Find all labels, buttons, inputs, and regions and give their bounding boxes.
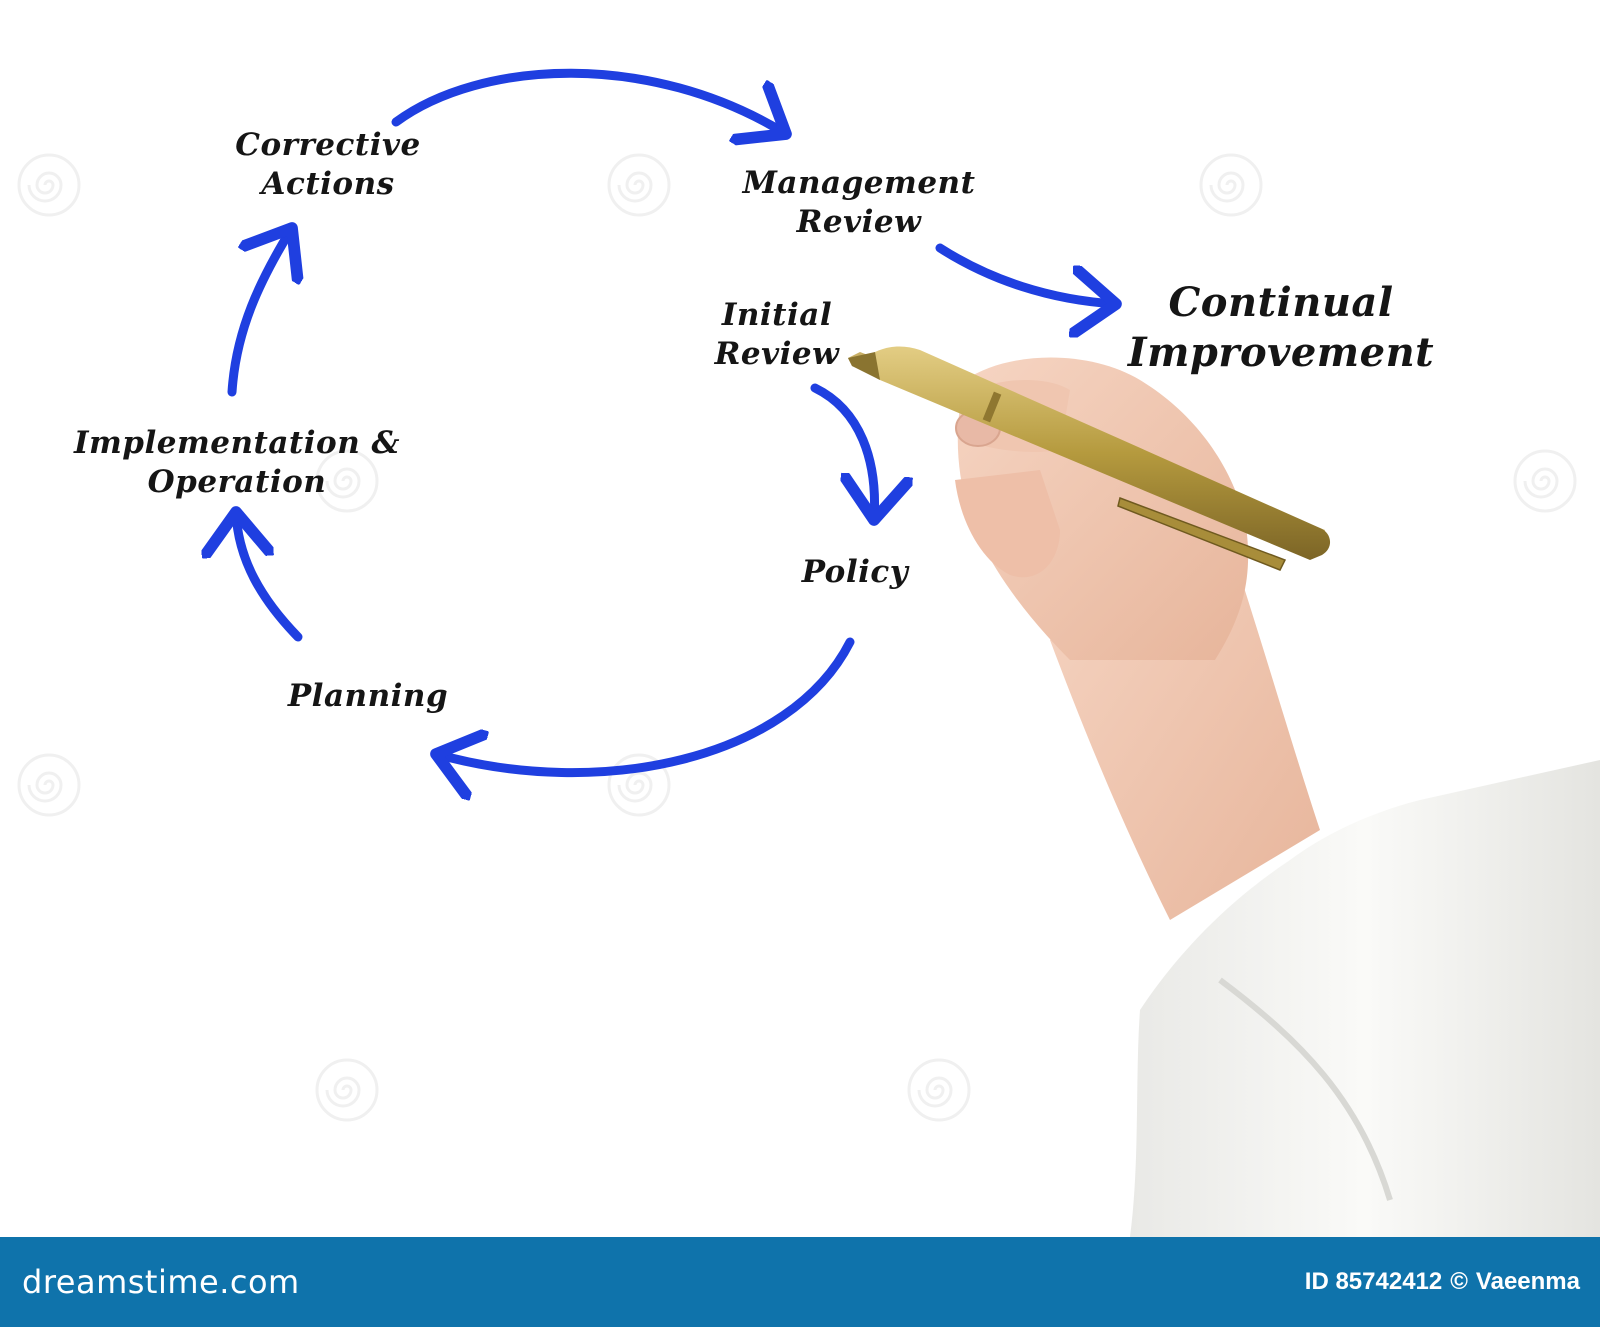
node-label-line: Implementation & [73, 425, 401, 461]
image-id: ID 85742412 [1304, 1268, 1443, 1295]
node-label-line: Review [796, 203, 922, 240]
node-label-line: Improvement [1127, 329, 1435, 376]
node-initial-review: Initial Review [702, 296, 852, 374]
footer-bar: dreamstime.com ID 85742412 © Vaeenma [0, 1237, 1600, 1327]
hand-holding-pen-icon [848, 346, 1600, 1237]
node-label-line: Operation [147, 463, 327, 500]
arrow-initial-to-policy [810, 383, 875, 520]
watermark-spiral-icon [315, 449, 379, 513]
node-implementation-operation: Implementation & Operation [52, 424, 422, 502]
arrow-corrective-to-management [391, 68, 786, 134]
arrow-management-to-continual [935, 243, 1116, 304]
node-label-line: Corrective [235, 127, 421, 163]
sleeve-shape [1130, 760, 1600, 1237]
curled-fingers-shape [955, 470, 1060, 578]
node-label-line: Management [742, 165, 976, 201]
watermark-spiral-icon [315, 1058, 379, 1122]
watermark-spiral-icon [17, 153, 81, 217]
node-label-line: Continual [1168, 279, 1394, 326]
node-planning: Planning [268, 677, 468, 716]
watermark-spiral-icon [607, 153, 671, 217]
node-management-review: Management Review [724, 164, 994, 242]
footer-credit: ID 85742412 © Vaeenma [1305, 1268, 1580, 1296]
diagram-arrows [0, 68, 1600, 1237]
node-policy: Policy [790, 553, 920, 592]
copyright-icon: © [1450, 1268, 1468, 1295]
arrow-planning-to-implementation [236, 512, 303, 642]
arrow-implementation-to-corrective [227, 228, 292, 397]
node-label-line: Review [714, 335, 840, 372]
node-corrective-actions: Corrective Actions [218, 126, 438, 204]
node-label-line: Actions [261, 165, 395, 202]
watermark-spiral-icon [907, 1058, 971, 1122]
author-name[interactable]: Vaeenma [1475, 1268, 1580, 1295]
watermark-spiral-icon [1199, 153, 1263, 217]
footer-logo[interactable]: dreamstime.com [22, 1263, 300, 1301]
node-continual-improvement: Continual Improvement [1106, 278, 1456, 378]
node-label-line: Policy [801, 554, 909, 590]
node-label-line: Initial [721, 297, 833, 333]
sleeve-fold [1218, 977, 1393, 1201]
arrow-policy-to-planning [436, 637, 855, 773]
watermark-spiral-icon [1513, 449, 1577, 513]
node-label-line: Planning [287, 678, 449, 714]
pen-shape [848, 346, 1331, 571]
watermark-spiral-icon [607, 753, 671, 817]
watermark-spiral-icon [17, 753, 81, 817]
